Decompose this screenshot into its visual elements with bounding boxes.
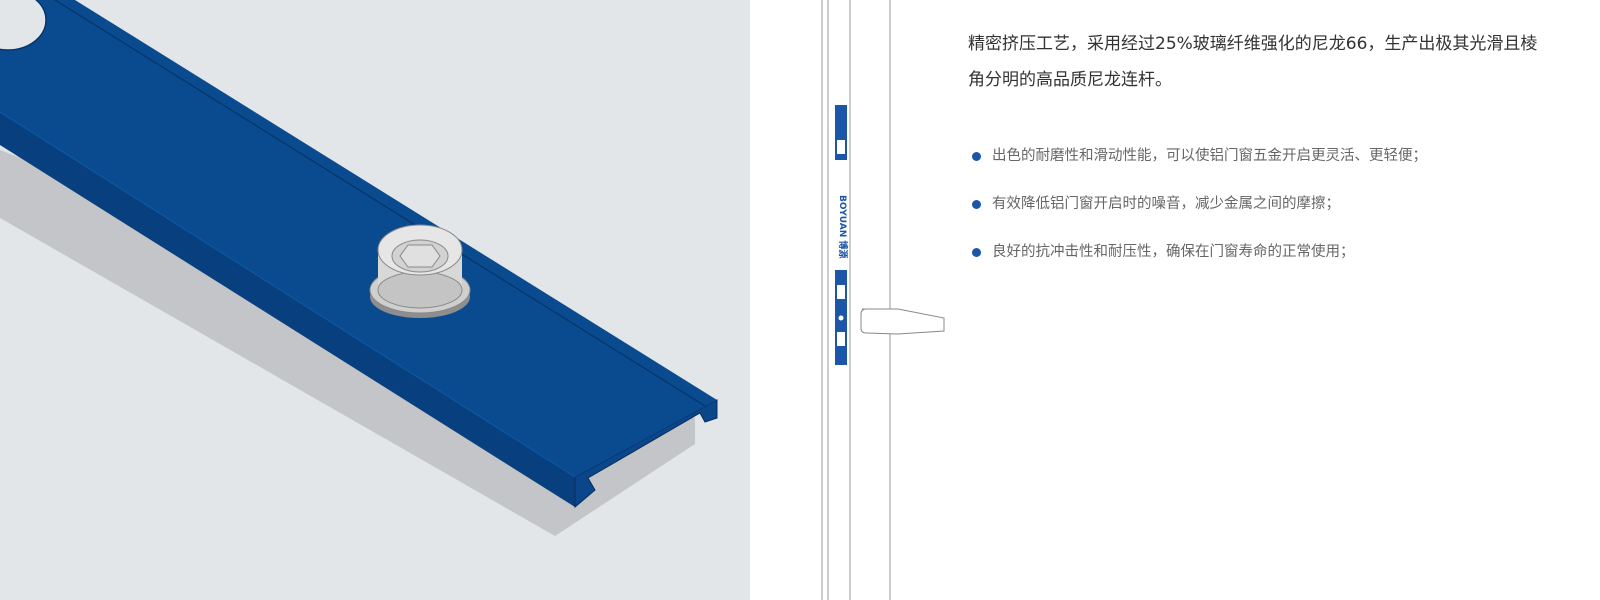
window-profile-diagram: BOYUAN 博源: [810, 0, 950, 600]
product-description: 精密挤压工艺，采用经过25%玻璃纤维强化的尼龙66，生产出极其光滑且棱角分明的高…: [968, 26, 1543, 290]
bar-top-face: [0, 0, 717, 477]
bar-end-face: [574, 399, 718, 509]
brand-text: BOYUAN 博源: [837, 195, 849, 258]
feature-text: 良好的抗冲击性和耐压性，确保在门窗寿命的正常使用；: [992, 244, 1355, 260]
feature-item: 有效降低铝门窗开启时的噪音，减少金属之间的摩擦；: [968, 194, 1543, 214]
feature-text: 出色的耐磨性和滑动性能，可以使铝门窗五金开启更灵活、更轻便；: [992, 148, 1427, 164]
handle-icon: [860, 308, 945, 335]
feature-item: 良好的抗冲击性和耐压性，确保在门窗寿命的正常使用；: [968, 242, 1543, 262]
bar-side-face: [0, 112, 575, 507]
bullet-icon: [972, 200, 981, 209]
intro-paragraph: 精密挤压工艺，采用经过25%玻璃纤维强化的尼龙66，生产出极其光滑且棱角分明的高…: [968, 34, 1538, 90]
product-illustration: [0, 0, 750, 600]
bar-ridge-line: [54, 0, 706, 407]
window-profile-drawing: BOYUAN 博源: [821, 0, 945, 600]
nylon-link-bar-drawing: [0, 0, 718, 536]
bullet-icon: [972, 248, 981, 257]
bullet-icon: [972, 152, 981, 161]
feature-text: 有效降低铝门窗开启时的噪音，减少金属之间的摩擦；: [992, 196, 1340, 212]
bar-hole: [0, 0, 47, 51]
roller: [369, 224, 471, 318]
bar-edge-line: [0, 111, 576, 478]
feature-list: 出色的耐磨性和滑动性能，可以使铝门窗五金开启更灵活、更轻便； 有效降低铝门窗开启…: [968, 146, 1543, 262]
feature-item: 出色的耐磨性和滑动性能，可以使铝门窗五金开启更灵活、更轻便；: [968, 146, 1543, 166]
